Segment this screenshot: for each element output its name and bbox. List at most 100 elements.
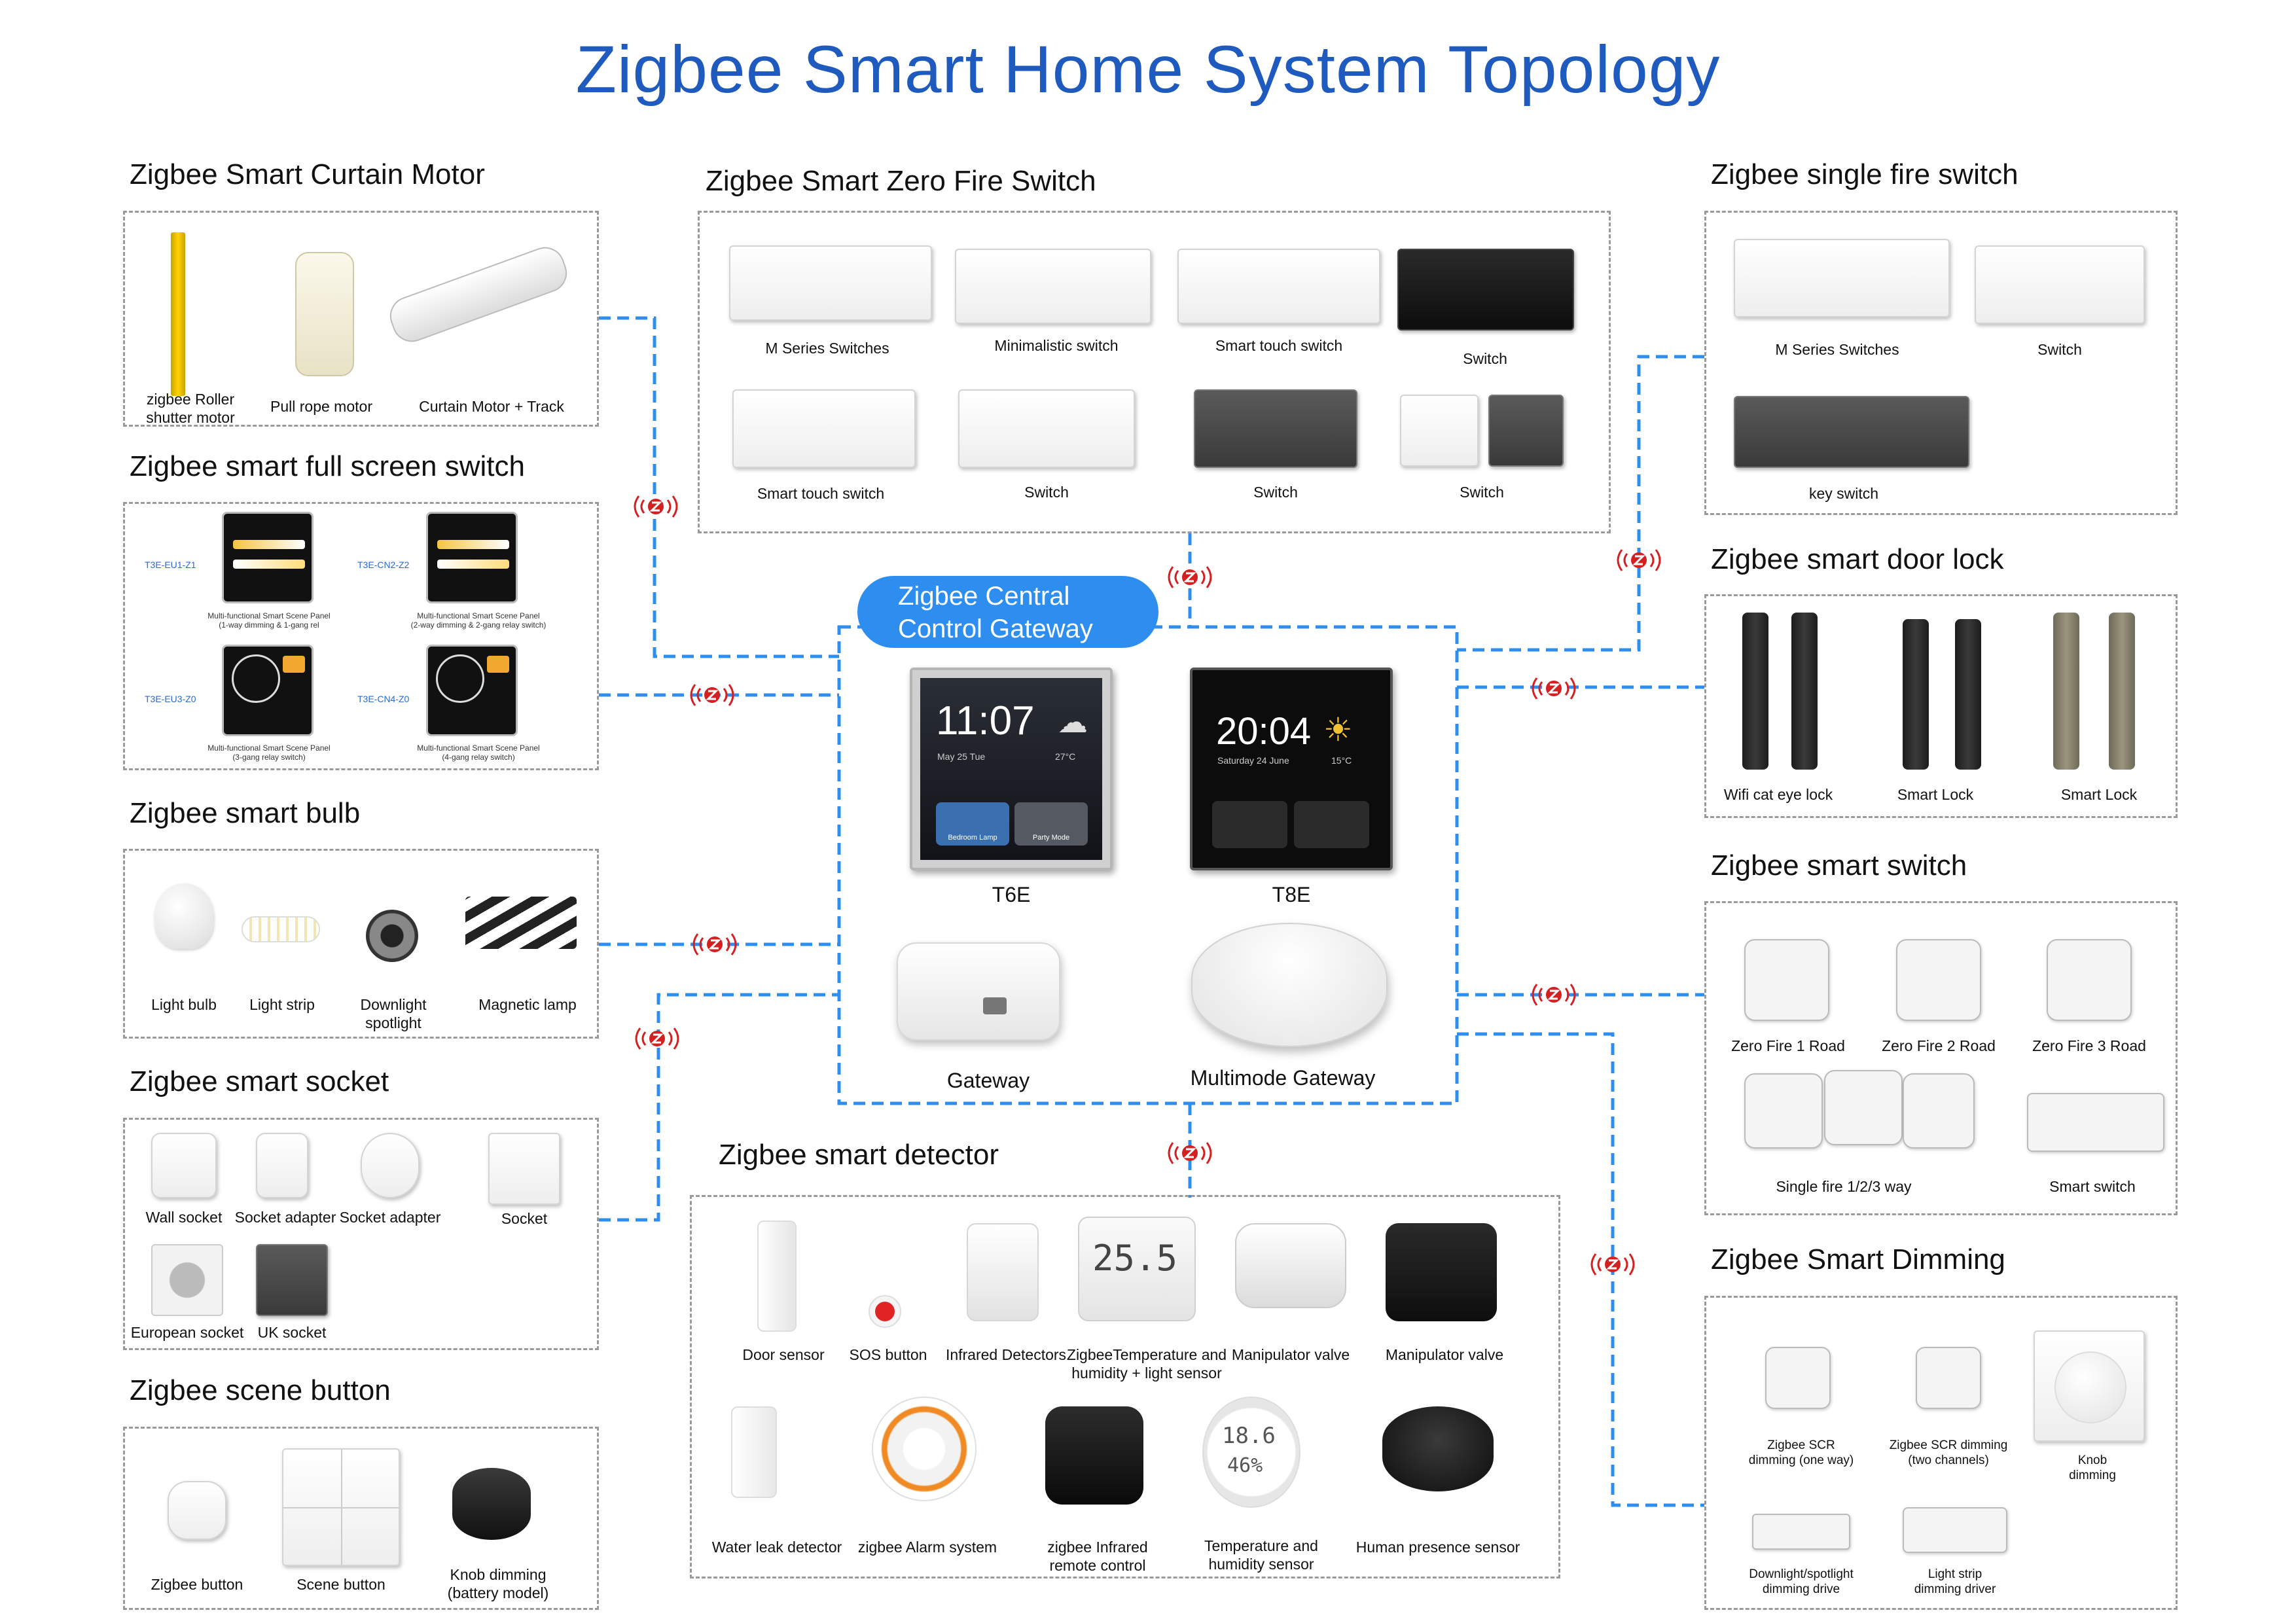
switch-image: [958, 389, 1135, 468]
door-lock-image: [1903, 619, 1929, 770]
door-lock-image: [1791, 613, 1818, 770]
alarm-system-image: [872, 1397, 977, 1501]
zerofire-item-label: M Series Switches: [765, 340, 889, 357]
zerofire-item-label: Smart touch switch: [1215, 337, 1343, 354]
zigbee-button-image: [168, 1481, 226, 1540]
smart-touch-switch-image: [732, 389, 916, 468]
grey-switch-image: [1488, 395, 1564, 467]
gateway-label-line1: Zigbee Central: [898, 582, 1070, 611]
switch-module-image: [2047, 939, 2132, 1021]
section-box-zerofire: M Series Switches Minimalistic switch Sm…: [698, 211, 1611, 533]
pull-rope-motor-image: [295, 252, 354, 376]
door-lock-image: [1742, 613, 1768, 770]
zerofire-item-label: Switch: [1460, 484, 1504, 501]
scene-item-label: Zigbee button: [151, 1576, 243, 1593]
t6e-label: T6E: [992, 883, 1031, 906]
manipulator-valve-image: [1235, 1223, 1346, 1308]
zigbee-signal-icon: [1617, 549, 1661, 571]
zigbee-signal-icon: [635, 1027, 679, 1050]
switch-image: [1975, 245, 2145, 324]
roller-shutter-motor-image: [171, 232, 185, 396]
t8e-panel: 20:04 ☀ Saturday 24 June 15°C: [1190, 668, 1393, 870]
switch-module-image: [1744, 1073, 1823, 1149]
singlefire-item-label: Switch: [2037, 341, 2082, 358]
uk-socket-image: [256, 1244, 328, 1316]
multimode-gateway-label: Multimode Gateway: [1190, 1066, 1376, 1090]
scene-panel-image: [426, 512, 518, 603]
t8e-temp: 15°C: [1331, 755, 1352, 766]
key-switch-image: [1734, 396, 1969, 468]
gateway-image: [897, 942, 1060, 1041]
m-series-switch-image: [1734, 239, 1950, 317]
section-title-bulb: Zigbee smart bulb: [130, 797, 361, 829]
zerofire-item-label: Switch: [1253, 484, 1298, 501]
scene-item-label: Scene button: [296, 1576, 386, 1593]
detector-item-label: Infrared Detectors: [945, 1346, 1067, 1363]
curtain-item-label: Curtain Motor + Track: [419, 398, 564, 415]
switch-module-image: [1744, 939, 1829, 1021]
doorlock-item-label: Smart Lock: [2060, 786, 2138, 803]
zerofire-item-label: Switch: [1024, 484, 1069, 501]
zerofire-item-label: Switch: [1463, 350, 1507, 367]
section-title-scene: Zigbee scene button: [130, 1374, 391, 1406]
zigbee-signal-icon: [690, 684, 734, 706]
detector-item-label: zigbee Alarm system: [857, 1539, 997, 1556]
section-box-detector: 25.5 Door sensor SOS button Infrared Det…: [690, 1195, 1560, 1578]
switch-image: [1400, 395, 1479, 467]
zerofire-item-label: Smart touch switch: [757, 485, 885, 502]
detector-item-label: Water leak detector: [711, 1539, 842, 1556]
downlight-drive-image: [1752, 1514, 1850, 1550]
curtain-item-label: Pull rope motor: [270, 398, 372, 415]
panel-tag: T3E-EU1-Z1: [145, 560, 196, 570]
section-title-zerofire: Zigbee Smart Zero Fire Switch: [706, 165, 1096, 197]
scr-dimming-module-image: [1916, 1347, 1981, 1409]
light-strip-image: [242, 916, 320, 942]
section-box-fullscreen: T3E-EU1-Z1 Multi-functional Smart Scene …: [123, 502, 599, 770]
singlefire-item-label: key switch: [1808, 485, 1879, 502]
socket-image: [488, 1133, 560, 1205]
scr-dimming-module-image: [1765, 1347, 1831, 1409]
black-switch-image: [1397, 249, 1574, 330]
detector-item-label: SOS button: [849, 1346, 927, 1363]
smartswitch-item-label: Zero Fire 3 Road: [2032, 1037, 2146, 1054]
wall-socket-image: [151, 1133, 217, 1198]
t8e-scene-button-2[interactable]: [1294, 801, 1369, 848]
singlefire-item-label: M Series Switches: [1775, 341, 1899, 358]
socket-item-label: Socket adapter: [339, 1209, 441, 1226]
door-lock-image: [1955, 619, 1981, 770]
curtain-track-image: [384, 241, 573, 348]
t8e-time: 20:04: [1216, 710, 1312, 753]
t6e-scene-button-2[interactable]: Party Mode: [1014, 802, 1088, 846]
doorlock-item-label: Wifi cat eye lock: [1723, 786, 1833, 803]
temp-humidity-sensor-image: 18.6 46%: [1202, 1397, 1300, 1508]
smartswitch-item-label: Zero Fire 2 Road: [1882, 1037, 1996, 1054]
line-curtain: [599, 316, 839, 658]
m-series-switch-image: [729, 245, 932, 321]
t6e-scene-button-1[interactable]: Bedroom Lamp: [936, 802, 1009, 846]
zigbee-signal-icon: [1532, 677, 1576, 700]
knob-dimming-image: [452, 1468, 531, 1540]
section-title-smartswitch: Zigbee smart switch: [1711, 849, 1967, 882]
socket-item-label: Socket: [501, 1210, 548, 1227]
switch-module-image: [1896, 939, 1981, 1021]
zigbee-signal-icon: [692, 933, 737, 955]
door-lock-image: [2053, 613, 2079, 770]
zigbee-signal-icon: [634, 495, 678, 518]
knob-dimming-image: [2034, 1330, 2145, 1442]
socket-item-label: European socket: [130, 1324, 244, 1341]
t8e-scene-button-1[interactable]: [1212, 801, 1287, 848]
door-sensor-image: [757, 1221, 797, 1332]
doorlock-item-label: Smart Lock: [1897, 786, 1974, 803]
zerofire-item-label: Minimalistic switch: [994, 337, 1119, 354]
smartswitch-item-label: Zero Fire 1 Road: [1731, 1037, 1845, 1054]
gateway-device-label: Gateway: [946, 1069, 1030, 1092]
section-title-detector: Zigbee smart detector: [719, 1139, 999, 1171]
line-socket: [599, 993, 839, 1222]
t8e-date: Saturday 24 June: [1217, 755, 1289, 766]
